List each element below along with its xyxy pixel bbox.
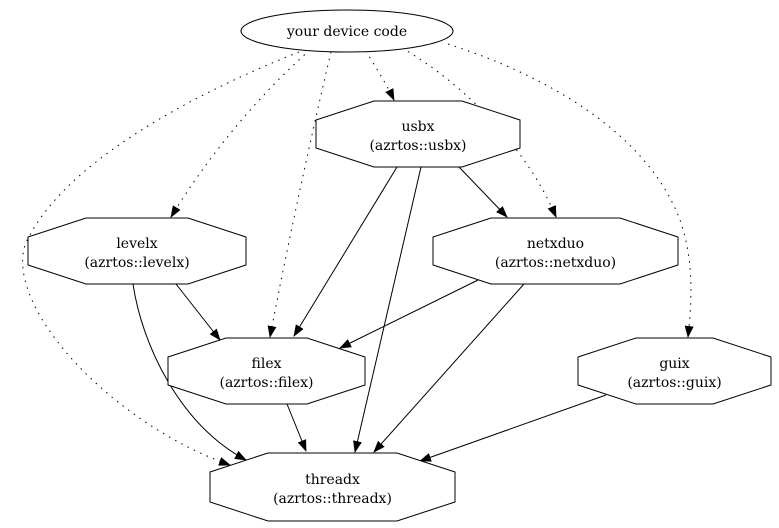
- edge-guix-threadx: [419, 394, 607, 462]
- node-filex: filex(azrtos::filex): [167, 337, 366, 405]
- edge-device-usbx: [365, 50, 395, 101]
- node-levelx-label: levelx: [116, 236, 157, 252]
- node-device: your device code: [240, 9, 454, 53]
- edge-filex-threadx: [286, 403, 307, 452]
- node-guix-label: guix: [659, 356, 689, 372]
- node-netxduo-sublabel: (azrtos::netxduo): [495, 255, 616, 271]
- edge-device-netxduo: [401, 47, 557, 218]
- node-netxduo-shape: [432, 217, 679, 285]
- node-guix: guix(azrtos::guix): [577, 337, 772, 405]
- node-threadx: threadx(azrtos::threadx): [209, 452, 456, 522]
- node-layer: your device codeusbx(azrtos::usbx)levelx…: [27, 9, 772, 522]
- edge-usbx-netxduo: [458, 166, 508, 218]
- node-levelx-sublabel: (azrtos::levelx): [84, 255, 189, 271]
- node-usbx-sublabel: (azrtos::usbx): [369, 138, 466, 154]
- node-guix-shape: [577, 337, 772, 405]
- edge-netxduo-filex: [339, 279, 479, 349]
- node-filex-shape: [167, 337, 366, 405]
- node-usbx-shape: [315, 100, 521, 168]
- node-usbx-label: usbx: [401, 119, 434, 135]
- node-netxduo-label: netxduo: [527, 236, 584, 252]
- node-filex-sublabel: (azrtos::filex): [219, 375, 313, 391]
- node-device-label: your device code: [286, 24, 407, 40]
- node-threadx-label: threadx: [305, 472, 360, 488]
- node-threadx-shape: [209, 452, 456, 522]
- edge-usbx-filex: [293, 166, 398, 337]
- node-usbx: usbx(azrtos::usbx): [315, 100, 521, 168]
- node-levelx: levelx(azrtos::levelx): [27, 217, 247, 285]
- edge-device-filex: [267, 51, 332, 338]
- edge-device-guix: [447, 43, 694, 338]
- edge-device-levelx: [170, 49, 311, 218]
- edge-usbx-threadx: [353, 166, 422, 453]
- node-filex-label: filex: [252, 356, 282, 372]
- node-guix-sublabel: (azrtos::guix): [627, 375, 721, 391]
- edge-levelx-filex: [175, 283, 221, 341]
- node-netxduo: netxduo(azrtos::netxduo): [432, 217, 679, 285]
- node-levelx-shape: [27, 217, 247, 285]
- node-device-shape: [240, 9, 454, 53]
- edge-netxduo-threadx: [373, 283, 525, 453]
- node-threadx-sublabel: (azrtos::threadx): [273, 491, 392, 507]
